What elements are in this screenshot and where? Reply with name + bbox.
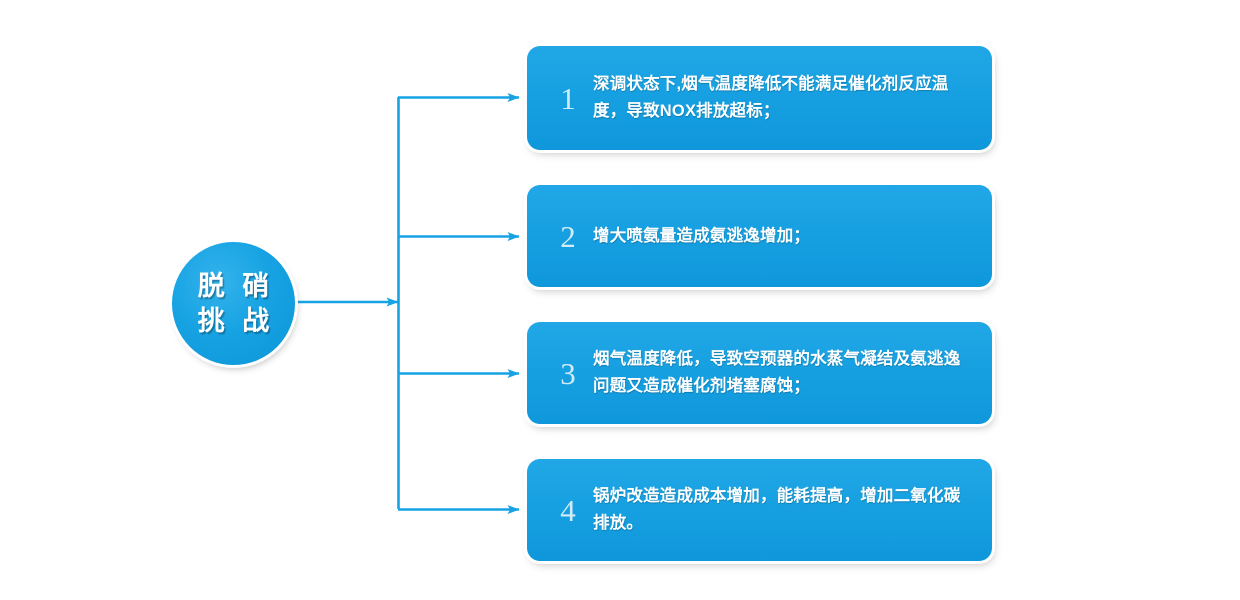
hub-node[interactable]: 脱 硝 挑 战 [172, 242, 295, 365]
hub-label-line-2: 挑 战 [197, 305, 275, 336]
hub-label-line-1: 脱 硝 [197, 270, 275, 301]
item-number-1: 1 [560, 80, 576, 116]
item-text-2: 增大喷氨量造成氨逃逸增加； [593, 226, 811, 245]
item-box-3[interactable]: 3 烟气温度降低，导致空预器的水蒸气凝结及氨逃逸问题又造成催化剂堵塞腐蚀； [527, 322, 992, 424]
item-number-2: 2 [560, 218, 576, 254]
item-text-3: 烟气温度降低，导致空预器的水蒸气凝结及氨逃逸问题又造成催化剂堵塞腐蚀； [593, 350, 961, 395]
item-text-1: 深调状态下,烟气温度降低不能满足催化剂反应温度，导致NOX排放超标； [593, 75, 949, 120]
item-box-2[interactable]: 2 增大喷氨量造成氨逃逸增加； [527, 185, 992, 287]
item-box-1[interactable]: 1 深调状态下,烟气温度降低不能满足催化剂反应温度，导致NOX排放超标； [527, 46, 992, 150]
item-number-3: 3 [560, 355, 576, 391]
item-text-4: 锅炉改造造成成本增加，能耗提高，增加二氧化碳排放。 [593, 487, 961, 532]
item-box-4[interactable]: 4 锅炉改造造成成本增加，能耗提高，增加二氧化碳排放。 [527, 459, 992, 561]
item-number-4: 4 [560, 492, 576, 528]
